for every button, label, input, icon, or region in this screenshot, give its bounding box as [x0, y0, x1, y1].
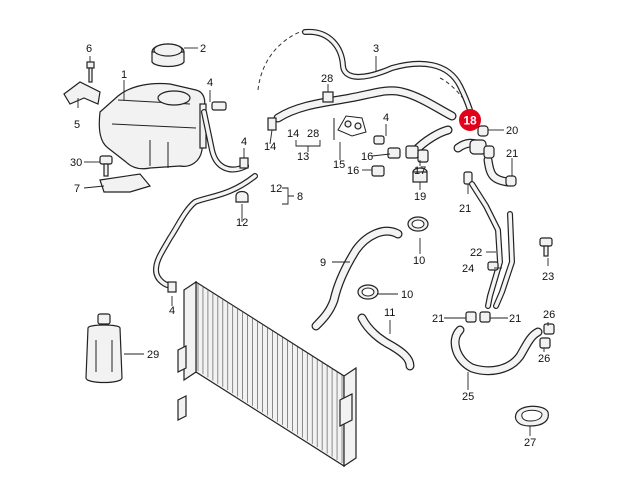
part-label-26-a: 26: [543, 309, 555, 321]
part-label-25: 25: [462, 391, 474, 403]
bolt-part-30: [99, 155, 113, 177]
clip-part-24: [487, 261, 499, 271]
clamp-part-17: [417, 149, 429, 163]
part-label-28-a: 28: [321, 73, 333, 85]
part-label-21-right: 21: [506, 148, 518, 160]
part-label-21-left: 21: [459, 203, 471, 215]
part-label-12-a: 12: [270, 183, 282, 195]
part-label-28-b: 28: [307, 128, 319, 140]
clip-part-4-tank: [211, 101, 227, 111]
radiator: [177, 280, 357, 468]
part-label-20: 20: [506, 125, 518, 137]
clamp-part-16b: [371, 165, 385, 177]
part-label-16-b: 16: [347, 165, 359, 177]
part-label-17: 17: [414, 165, 426, 177]
clamp-part-20: [477, 125, 489, 137]
upper-hose-part-3: [302, 28, 473, 113]
part-label-19: 19: [414, 191, 426, 203]
clamp-part-16c: [405, 145, 419, 159]
clip-part-14: [267, 117, 277, 131]
tank-filler-neck: [157, 90, 191, 106]
clamp-part-26b: [539, 337, 551, 349]
part-label-30: 30: [70, 157, 82, 169]
clip-part-28: [322, 91, 334, 103]
highlight-marker-18: 18: [459, 109, 481, 131]
part-labels: 1 2 3 4 4 4 4 5 6 7 8 9 10 10 11 12 12 1…: [70, 43, 555, 449]
tank-cap-part-2: [151, 43, 185, 68]
lower-hose-part-25: [450, 325, 543, 376]
pipe-part-22: [469, 181, 515, 309]
clamp-part-21-low-b: [479, 311, 491, 323]
vent-hose-part-8: [153, 173, 258, 289]
part-label-4-tank: 4: [207, 77, 213, 89]
part-label-13: 13: [297, 151, 309, 163]
part-label-14-b: 14: [287, 128, 299, 140]
clip-part-12: [235, 190, 249, 203]
hose-part-17: [409, 125, 453, 157]
part-label-8: 8: [297, 191, 303, 203]
part-label-4-right: 4: [383, 112, 389, 124]
fitting-part-19: [412, 167, 428, 183]
part-label-5: 5: [74, 119, 80, 131]
part-label-3: 3: [373, 43, 379, 55]
part-label-6: 6: [86, 43, 92, 55]
clamp-part-21-upper: [483, 145, 495, 159]
part-label-14-a: 14: [264, 141, 276, 153]
part-label-29: 29: [147, 349, 159, 361]
part-label-4-mid: 4: [241, 136, 247, 148]
sensor-part-15: [333, 115, 367, 140]
bolt-part-23: [539, 237, 553, 257]
part-label-15: 15: [333, 159, 345, 171]
part-label-24: 24: [462, 263, 474, 275]
clamp-part-10-lower: [357, 284, 379, 300]
connector-part-18: [453, 138, 513, 187]
expansion-tank-part-1: [98, 82, 207, 170]
bracket-part-7: [99, 173, 152, 193]
part-label-21-low-a: 21: [432, 313, 444, 325]
part-label-10-lower: 10: [401, 289, 413, 301]
coolant-bottle-part-29: [85, 313, 123, 384]
part-label-18: 18: [463, 114, 477, 128]
part-label-12-b: 12: [236, 217, 248, 229]
clip-part-4-mid: [239, 157, 249, 169]
clamp-part-10-upper: [407, 216, 429, 232]
part-label-7: 7: [74, 183, 80, 195]
part-label-2: 2: [200, 43, 206, 55]
clip-part-4-low: [167, 281, 177, 293]
clip-part-4-right: [373, 135, 385, 145]
part-label-26-b: 26: [538, 353, 550, 365]
part-label-11: 11: [384, 307, 395, 319]
gasket-part-27: [514, 405, 549, 427]
leader-lines: [77, 47, 549, 436]
part-label-10-upper: 10: [413, 255, 425, 267]
part-label-4-low: 4: [169, 305, 175, 317]
part-label-27: 27: [524, 437, 536, 449]
hose-part-11: [357, 313, 415, 371]
hose-part-9: [311, 226, 403, 331]
part-label-22: 22: [470, 247, 482, 259]
part-label-16-a: 16: [361, 151, 373, 163]
bolt-part-6: [86, 61, 95, 83]
part-label-9: 9: [320, 257, 326, 269]
clamp-part-21-low-a: [465, 311, 477, 323]
clamp-part-21-right: [505, 175, 517, 187]
bracket-part-5: [63, 81, 101, 105]
hose-part-13: [273, 86, 457, 123]
part-label-1: 1: [121, 69, 127, 81]
part-label-23: 23: [542, 271, 554, 283]
clamp-part-16a: [387, 147, 401, 159]
part-label-21-low-b: 21: [509, 313, 521, 325]
clamp-part-26a: [543, 323, 555, 335]
